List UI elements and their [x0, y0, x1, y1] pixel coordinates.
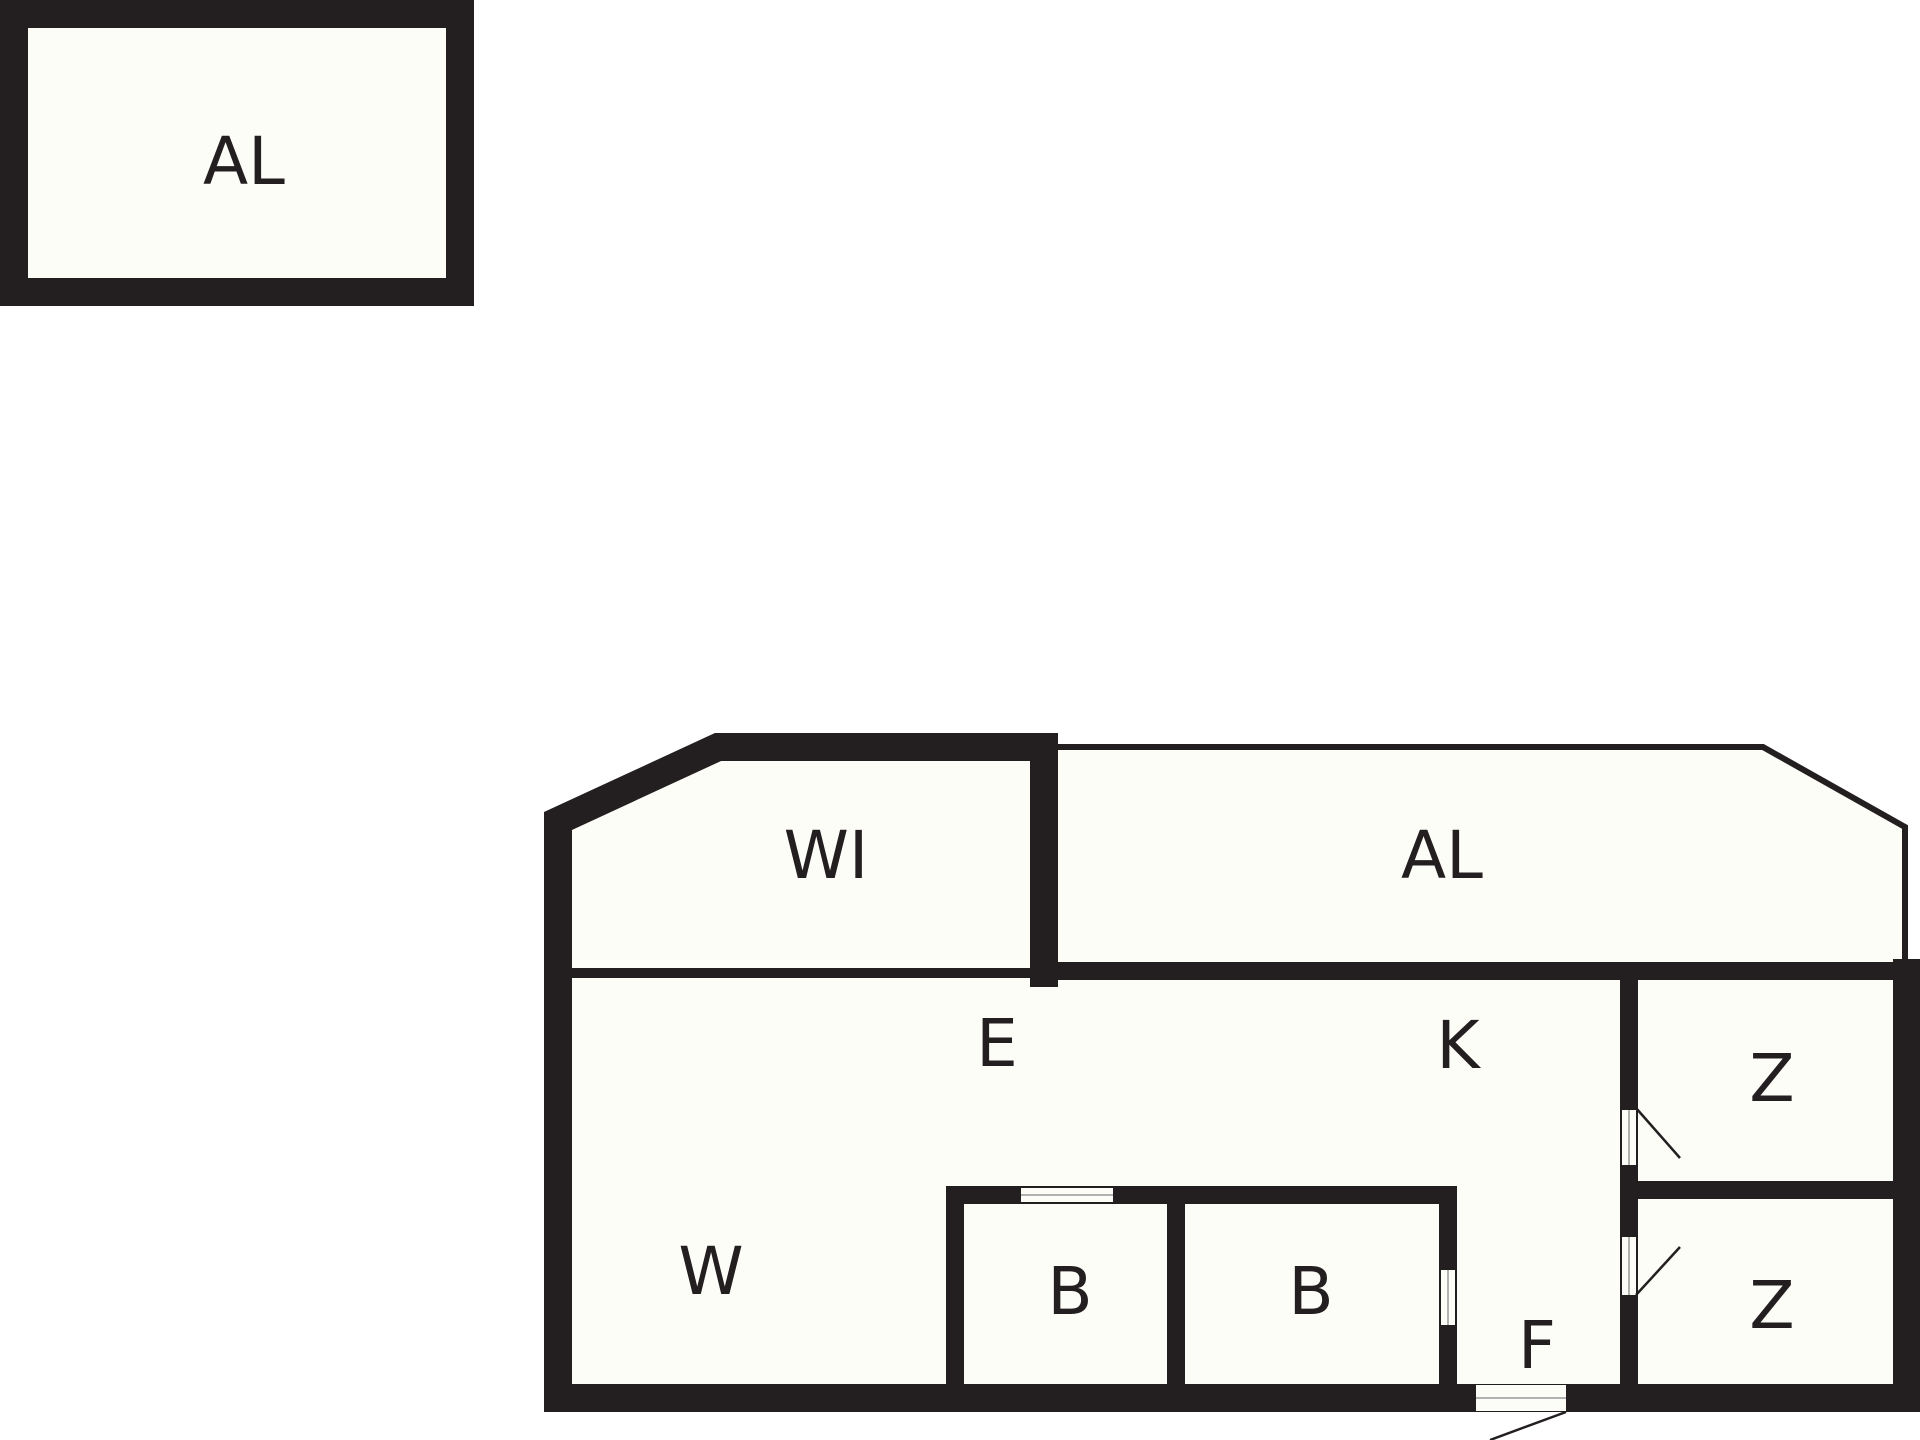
- room-label-b-left: B: [1047, 1253, 1092, 1330]
- room-label-z-top: Z: [1749, 1040, 1794, 1117]
- room-label-e: E: [976, 1005, 1018, 1082]
- exterior-wall: [544, 733, 1058, 1412]
- main-apartment: WI AL E K W Z Z B B F: [544, 733, 1920, 1440]
- entrance-door-swing: [1489, 1410, 1567, 1440]
- al-floor: [1044, 747, 1905, 973]
- z-bottom-door-swing: [1635, 1246, 1681, 1296]
- separate-unit-floor: [14, 14, 460, 292]
- room-label-k: K: [1436, 1007, 1481, 1084]
- room-label-f: F: [1518, 1307, 1556, 1384]
- room-label-b-right: B: [1288, 1253, 1333, 1330]
- balcony-outline: [1058, 744, 1908, 965]
- wi-floor: [558, 747, 1044, 973]
- separate-unit-walls: [0, 0, 474, 306]
- room-label-w: W: [678, 1233, 743, 1310]
- separate-storage-unit: AL: [0, 0, 474, 306]
- room-label-wi: WI: [784, 817, 869, 894]
- z-top-door-swing: [1635, 1107, 1681, 1159]
- separate-unit-label: AL: [203, 123, 285, 200]
- room-label-al: AL: [1401, 817, 1483, 894]
- room-label-z-bottom: Z: [1749, 1267, 1794, 1344]
